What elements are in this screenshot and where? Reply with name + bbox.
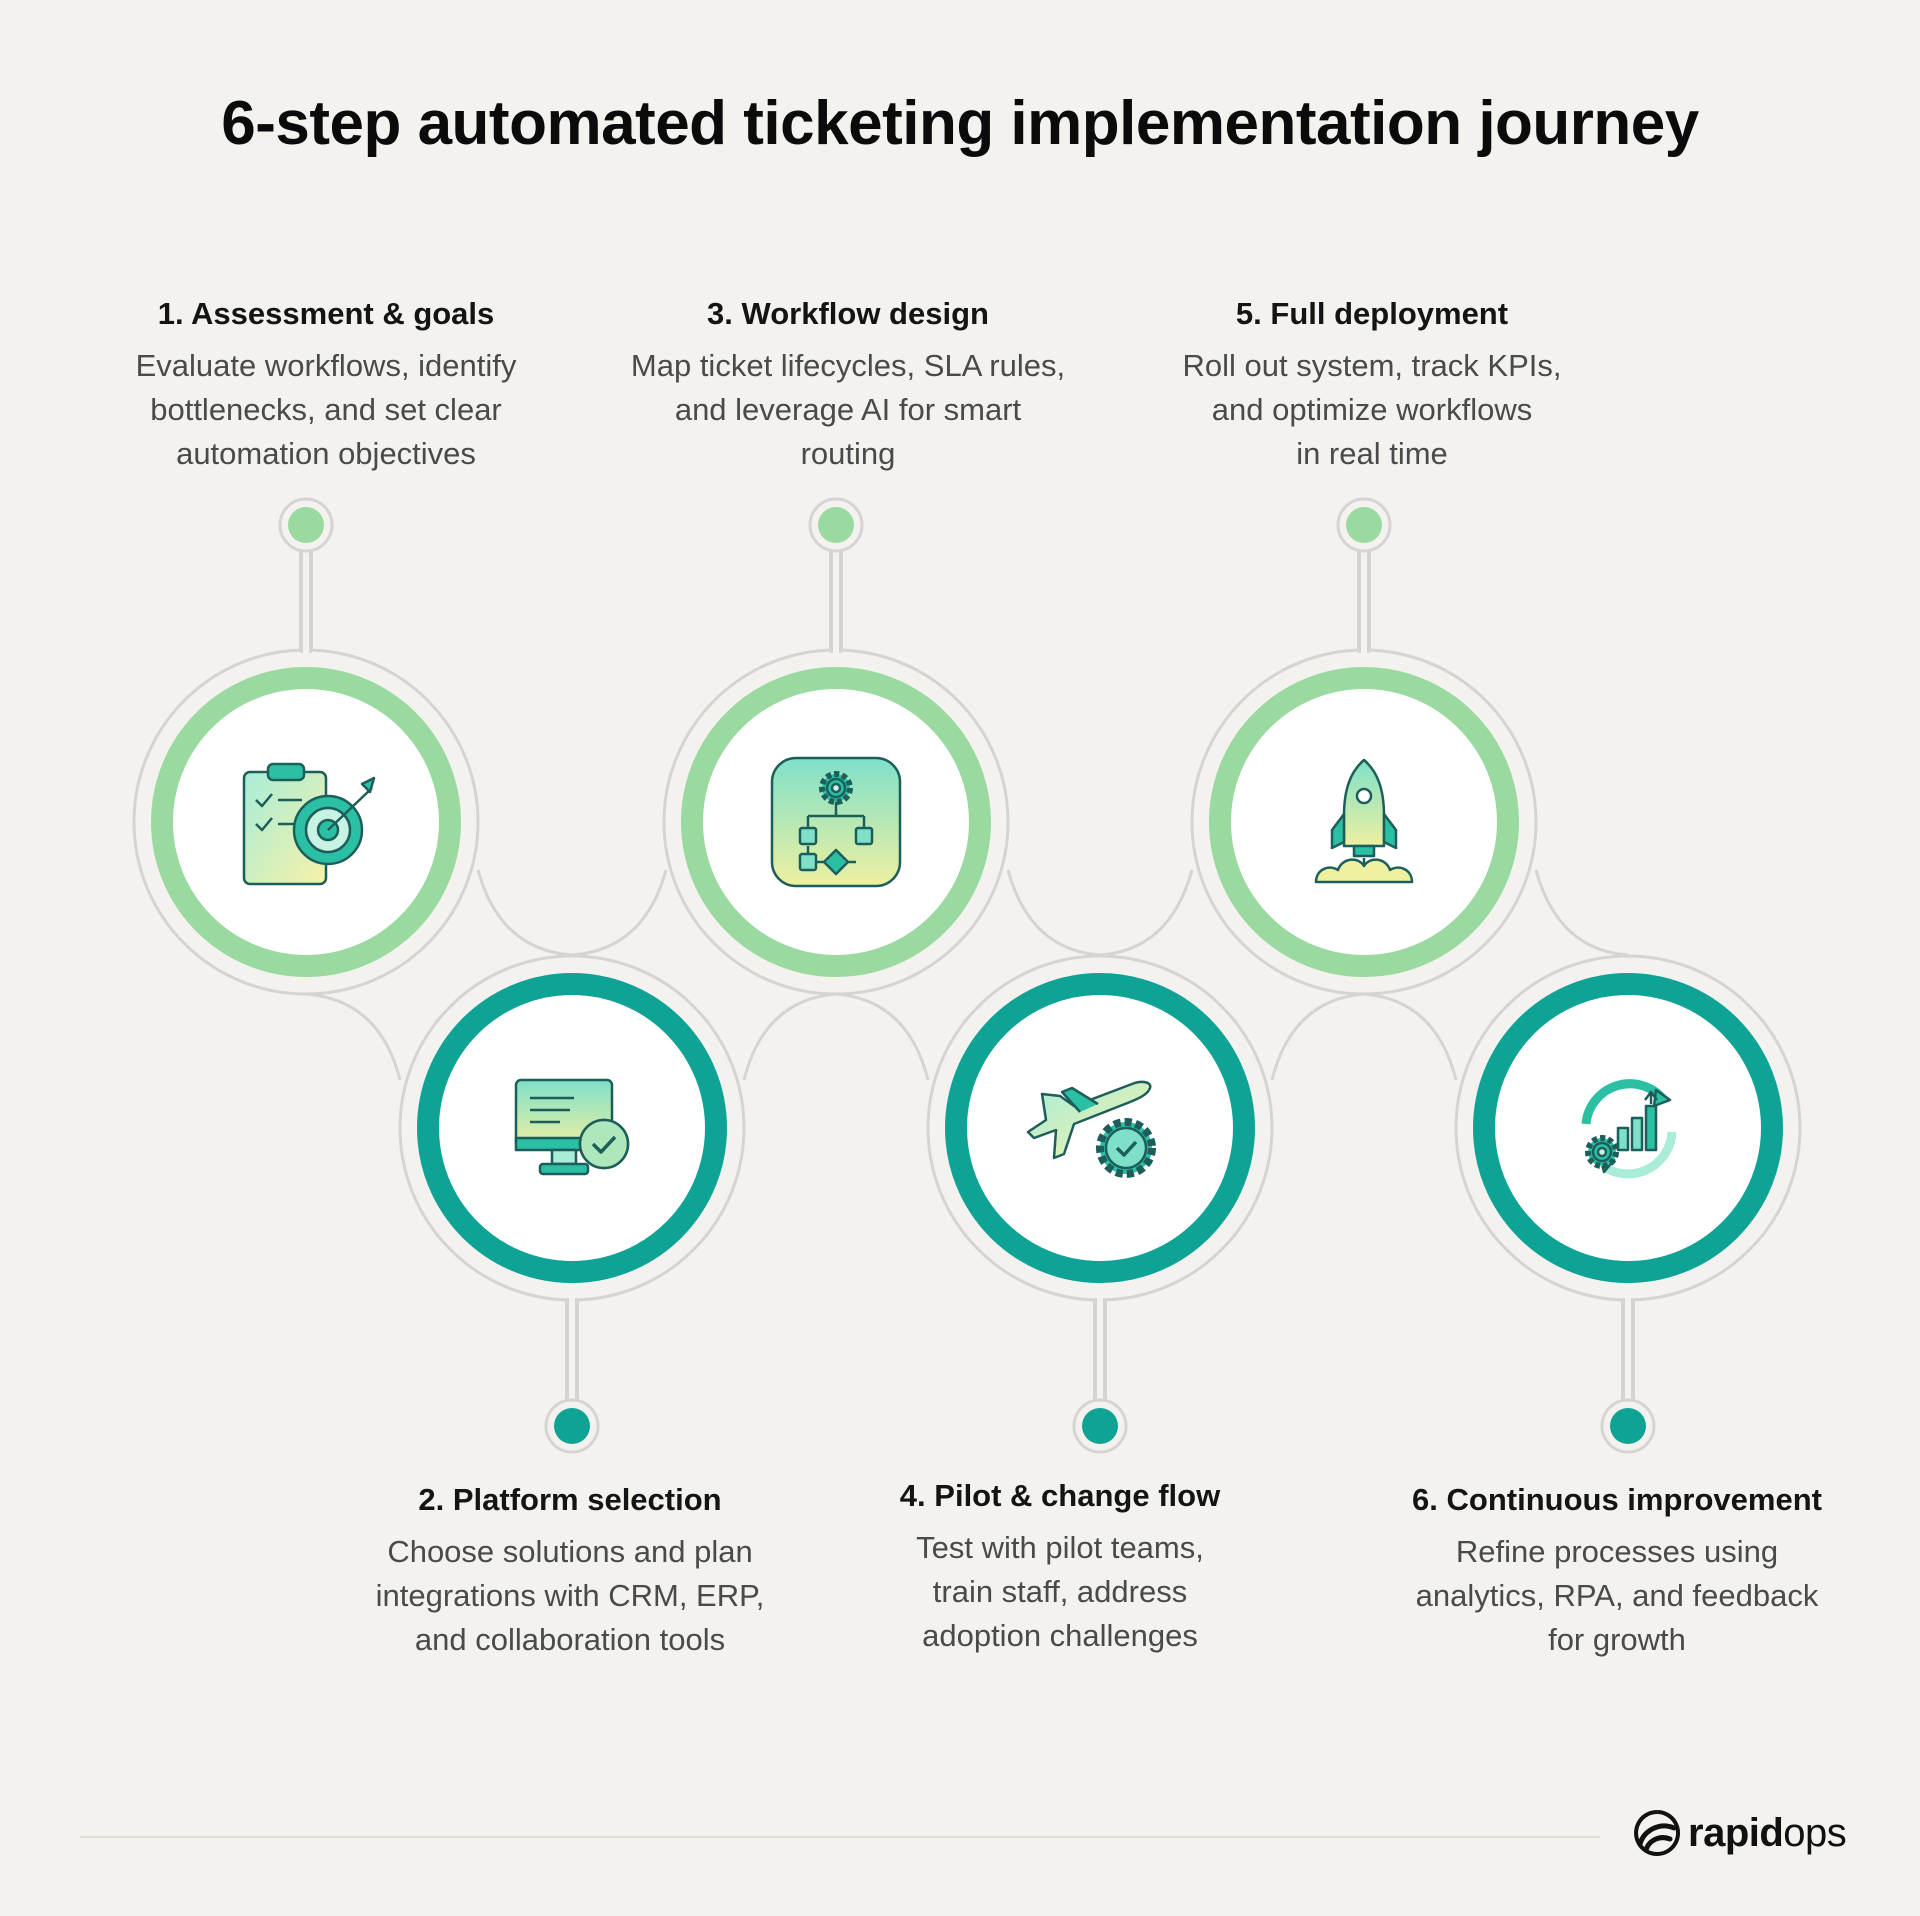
pin-step-6 — [1600, 1298, 1656, 1454]
flowchart-gear-icon — [770, 756, 902, 888]
step-rings — [151, 667, 1783, 1283]
plane-gear-icon — [1026, 1080, 1156, 1178]
step-6-text: 6. Continuous improvement Refine process… — [1372, 1482, 1862, 1662]
step-3-heading: 3. Workflow design — [707, 296, 989, 331]
step-5-desc-line-2: and optimize workflows — [1211, 392, 1533, 427]
step-1-desc-line-1: Evaluate workflows, identify — [135, 348, 517, 383]
page-title: 6-step automated ticketing implementatio… — [221, 89, 1699, 158]
ring-step-4 — [945, 973, 1255, 1283]
rocket-launch-icon — [1314, 758, 1414, 884]
footer-divider — [80, 1836, 1600, 1838]
pin-step-2 — [544, 1298, 600, 1454]
pin-step-5 — [1336, 497, 1392, 653]
step-3-desc-line-3: routing — [800, 436, 896, 471]
step-1-desc-line-3: automation objectives — [176, 436, 476, 471]
step-6-desc-line-3: for growth — [1548, 1622, 1686, 1657]
step-5-heading: 5. Full deployment — [1235, 296, 1509, 331]
pin-step-4 — [1072, 1298, 1128, 1454]
step-6-heading: 6. Continuous improvement — [1412, 1482, 1822, 1517]
step-5-desc-line-1: Roll out system, track KPIs, — [1182, 348, 1562, 383]
cycle-growth-icon — [1581, 1079, 1677, 1179]
step-1-text: 1. Assessment & goals Evaluate workflows… — [86, 296, 566, 476]
step-4-heading: 4. Pilot & change flow — [899, 1478, 1221, 1513]
step-5-desc-line-3: in real time — [1296, 436, 1448, 471]
step-3-desc-line-2: and leverage AI for smart — [674, 392, 1022, 427]
step-2-desc-line-2: integrations with CRM, ERP, — [375, 1578, 765, 1613]
step-5-text: 5. Full deployment Roll out system, trac… — [1132, 296, 1612, 476]
monitor-check-icon — [514, 1078, 630, 1176]
step-1-heading: 1. Assessment & goals — [157, 296, 495, 331]
checklist-target-icon — [242, 762, 376, 886]
step-6-desc-line-1: Refine processes using — [1455, 1534, 1779, 1569]
step-4-desc-line-1: Test with pilot teams, — [916, 1530, 1204, 1565]
pin-step-3 — [808, 497, 864, 653]
step-3-desc-line-1: Map ticket lifecycles, SLA rules, — [630, 348, 1066, 383]
pin-step-1 — [278, 497, 334, 653]
step-2-desc-line-1: Choose solutions and plan — [387, 1534, 753, 1569]
pins — [278, 497, 1656, 1454]
step-2-heading: 2. Platform selection — [418, 1482, 722, 1517]
step-4-text: 4. Pilot & change flow Test with pilot t… — [820, 1478, 1300, 1658]
rapidops-logo: rapidops — [1632, 1808, 1847, 1858]
step-4-desc-line-3: adoption challenges — [922, 1618, 1198, 1653]
step-1-desc-line-2: bottlenecks, and set clear — [150, 392, 502, 427]
step-4-desc-line-2: train staff, address — [932, 1574, 1188, 1609]
step-2-desc-line-3: and collaboration tools — [414, 1622, 726, 1657]
step-2-text: 2. Platform selection Choose solutions a… — [330, 1482, 810, 1662]
step-3-text: 3. Workflow design Map ticket lifecycles… — [608, 296, 1088, 476]
rapidops-logo-text: rapidops — [1688, 1810, 1847, 1855]
rapidops-logo-mark-icon — [1634, 1810, 1681, 1856]
step-6-desc-line-2: analytics, RPA, and feedback — [1415, 1578, 1819, 1613]
track-bridges — [305, 869, 1629, 1081]
